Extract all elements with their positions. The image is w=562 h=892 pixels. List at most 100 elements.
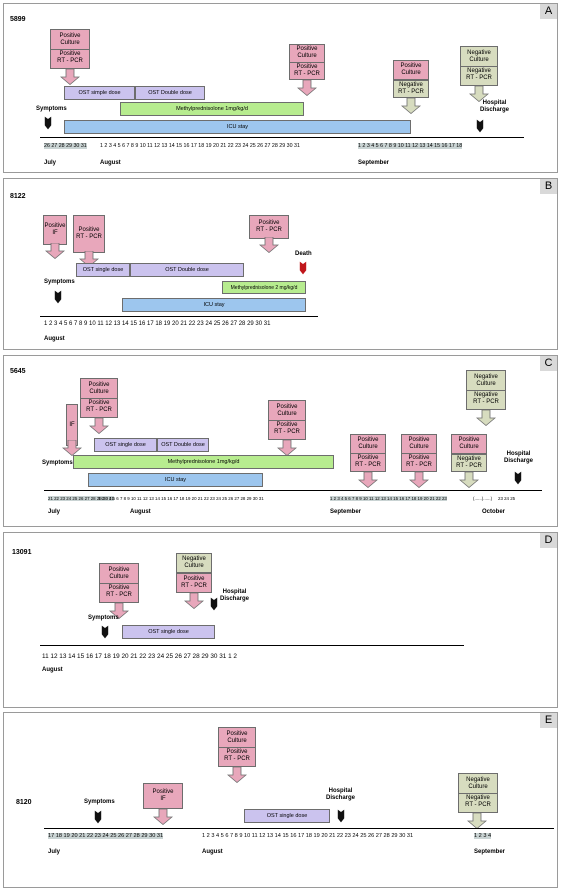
down-arrow-icon [476,410,496,426]
patient-id: 5645 [10,368,26,375]
panel-c: C 5645 IF Positive Culture Positive RT -… [3,355,558,527]
positive-culture-rtpcr-box: Positive Culture Positive RT - PCR [289,44,325,80]
label-culture: Culture [109,574,129,581]
label-positive: Positive [81,398,117,407]
symptoms-label: Symptoms [88,615,119,621]
label-rtpcr: RT - PCR [466,74,492,81]
days-october: 23 24 25 [498,496,516,501]
label-negative: Negative [399,82,423,89]
label-if: IF [160,796,166,802]
label-hospital: Hospital [328,788,353,794]
symptoms-label: Symptoms [44,279,75,285]
days-august: 1 2 3 4 5 6 7 8 9 10 11 12 13 14 15 16 1… [44,321,271,327]
label-culture: Culture [227,738,247,745]
ost-single-dose-bar: OST single dose [244,809,330,823]
label-positive: Positive [51,49,89,58]
ost-double-dose-bar: OST Double dose [135,86,205,100]
methylprednisolone-bar: Methylprednisolone 1mg/kg/d [120,102,304,116]
panel-letter: B [540,179,557,194]
timeline-axis [40,645,464,646]
label-rtpcr: RT - PCR [57,57,83,64]
patient-id: 8120 [16,799,32,806]
label-culture: Culture [89,389,109,396]
label-rtpcr: RT - PCR [473,398,499,405]
symptoms-marker-icon [44,116,52,130]
label-positive: Positive [351,453,385,462]
down-arrow-icon [89,418,109,434]
panel-letter: D [540,533,557,548]
label-culture: Culture [401,70,421,76]
label-positive: Positive [400,63,422,70]
label-rtpcr: RT - PCR [406,461,432,468]
label-positive: Positive [276,404,298,411]
symptoms-marker-icon [94,810,102,824]
label-positive: Positive [296,46,318,53]
positive-rtpcr-box: Positive RT - PCR [73,215,105,253]
label-positive: Positive [100,583,138,592]
hospital-discharge-label: Hospital Discharge [326,788,355,802]
label-if: IF [69,421,75,428]
down-arrow-icon [45,243,65,259]
timeline-axis [40,137,524,138]
label-culture: Culture [297,53,317,60]
icu-stay-bar: ICU stay [64,120,411,134]
discharge-marker-icon [476,119,484,133]
timeline-axis [44,490,542,491]
positive-rtpcr-box: Positive RT - PCR [249,215,289,239]
positive-culture-rtpcr-box: Positive Culture Positive RT - PCR [80,378,118,418]
negative-culture-box: Negative Culture [176,553,212,573]
label-negative: Negative [457,456,481,463]
label-negative: Negative [467,50,491,57]
methylprednisolone-bar: Methylprednisolone 2 mg/kg/d [222,281,306,294]
hospital-discharge-label: Hospital Discharge [504,451,533,465]
label-rtpcr: RT - PCR [274,428,300,435]
down-arrow-icon [401,98,421,114]
label-negative: Negative [182,556,206,563]
negative-rtpcr-box: Negative RT - PCR [393,80,429,98]
label-culture: Culture [459,444,479,450]
days-gap: (......)......) [473,496,493,501]
label-culture: Culture [358,444,378,451]
death-label: Death [295,251,312,257]
label-if: IF [52,230,58,236]
symptoms-label: Symptoms [42,460,73,466]
month-september: September [358,160,390,166]
down-arrow-icon [409,472,429,488]
timeline-axis [40,316,318,317]
label-positive: Positive [219,747,255,756]
label-rtpcr: RT - PCR [256,227,282,233]
label-hospital: Hospital [482,100,507,106]
panel-a: A 5899 Positive Culture Positive RT - PC… [3,3,558,173]
label-rtpcr: RT - PCR [456,463,482,469]
positive-rtpcr-box: Positive RT - PCR [176,573,212,593]
down-arrow-icon [358,472,378,488]
label-culture: Culture [476,381,496,388]
month-september: September [330,509,362,515]
symptoms-marker-icon [101,625,109,639]
label-discharge: Discharge [326,795,356,802]
negative-rtpcr-box: Negative RT - PCR [451,454,487,472]
label-rtpcr: RT - PCR [398,89,424,95]
days-august: 1 2 3 4 5 6 7 8 9 10 11 12 13 14 15 16 1… [98,496,264,501]
label-positive: Positive [183,576,205,583]
label-positive: Positive [226,731,248,738]
positive-culture-box: Positive Culture [451,434,487,454]
ost-single-dose-bar: OST single dose [76,263,130,277]
days-august: 11 12 13 14 15 16 17 18 19 20 21 22 23 2… [42,653,237,660]
down-arrow-icon [60,69,80,85]
hospital-discharge-label: Hospital Discharge [480,100,509,114]
month-august: August [44,336,65,342]
panel-b: B 8122 Positive IF Positive RT - PCR Pos… [3,178,558,350]
discharge-marker-icon [210,597,218,611]
patient-id: 8122 [10,193,26,200]
label-discharge: Discharge [480,107,510,114]
label-positive: Positive [258,220,280,227]
label-culture: Culture [277,411,297,418]
days-september: 1 2 3 4 5 6 7 8 9 10 11 12 13 14 15 16 1… [330,496,447,501]
positive-if-box: Positive IF [43,215,67,245]
death-marker-icon [299,261,307,275]
ost-single-dose-bar: OST single dose [122,625,215,639]
label-culture: Culture [60,40,80,47]
down-arrow-icon [459,472,479,488]
label-rtpcr: RT - PCR [294,70,320,77]
